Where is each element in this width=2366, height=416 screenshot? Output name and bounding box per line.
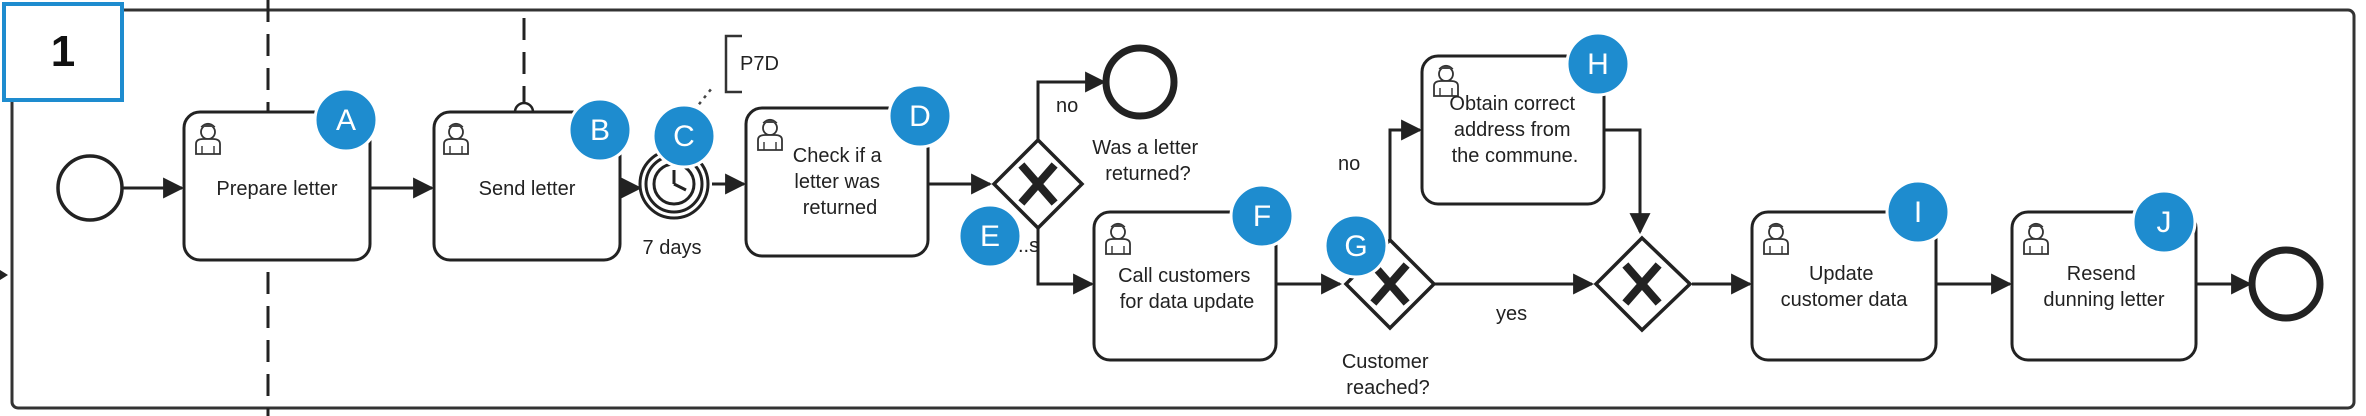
badge-e: E [957,203,1023,269]
badge-b: B [567,97,633,163]
badge-letter: E [980,220,1000,253]
flow-label-no-obtain: no [1338,153,1360,175]
badge-letter: J [2157,206,2172,239]
badge-circle [1565,31,1631,97]
timer-annotation-text: P7D [740,53,779,75]
badge-circle [1885,179,1951,245]
task-check-returned[interactable]: Check if a letter was returned [744,106,930,258]
badge-j: J [2131,189,2197,255]
badge-circle [313,87,379,153]
flow-label-no-top: no [1056,95,1078,117]
badge-circle [957,203,1023,269]
flow-obtain-join [1604,128,1651,235]
flow-gateway-end-no [1036,71,1107,140]
end-event-no-return[interactable] [1102,44,1178,120]
badge-circle [651,103,717,169]
flow-label-yes-partial: ..s [1018,235,1039,257]
flow-label-yes-update: yes [1496,303,1527,325]
annotation-association [663,87,713,149]
timer-annotation-bracket [724,34,742,94]
badge-g: G [1323,213,1389,279]
exclusive-x-icon [1622,262,1662,306]
end-event[interactable] [2248,246,2324,322]
task-label: Send letter [479,178,576,200]
badge-circle [2131,189,2197,255]
task-label: Prepare letter [216,178,338,200]
badge-letter: I [1914,196,1922,229]
badge-letter: D [909,100,931,133]
question-letter-returned: Was a letter returned? [1092,137,1204,185]
question-customer-reached: Customer reached? [1342,351,1434,399]
badge-i: I [1885,179,1951,245]
badge-letter: B [590,114,610,147]
badges: A B C D E F G H I J [313,31,2197,279]
gateway-join[interactable] [1593,235,1693,333]
badge-d: D [887,83,953,149]
badge-circle [567,97,633,163]
pool-left-arrow [0,270,8,280]
badge-circle [1229,183,1295,249]
page-number: 1 [2,2,124,102]
task-send-letter[interactable]: Send letter [432,110,622,262]
badge-f: F [1229,183,1295,249]
task-call-customers[interactable]: Call customers for data update [1092,210,1278,362]
badge-c: C [651,103,717,169]
exclusive-x-icon [1370,262,1410,306]
task-label: Update customer data [1781,263,1909,311]
task-label: Check if a letter was returned [793,145,888,219]
exclusive-x-icon [1018,162,1058,206]
badge-circle [1323,213,1389,279]
task-update-customer-data[interactable]: Update customer data [1750,210,1938,362]
task-obtain-address[interactable]: Obtain correct address from the commune. [1420,54,1606,206]
flow-gateway-call [1036,228,1095,295]
badge-a: A [313,87,379,153]
badge-h: H [1565,31,1631,97]
badge-letter: G [1344,230,1367,263]
badge-letter: C [673,120,695,153]
task-label: Resend dunning letter [2043,263,2165,311]
badge-letter: H [1587,48,1609,81]
gateway-letter-returned[interactable] [991,137,1085,231]
badge-letter: A [336,104,356,137]
task-prepare-letter[interactable]: Prepare letter [182,110,372,262]
badge-circle [887,83,953,149]
task-label: Call customers for data update [1118,265,1256,313]
start-event[interactable] [56,154,124,222]
flow-gateway-obtain [1388,119,1423,240]
pool-frame [10,8,2356,410]
sequence-flows [122,71,2253,295]
task-label: Obtain correct address from the commune. [1449,93,1580,167]
timer-label: 7 days [643,237,702,259]
badge-letter: F [1253,200,1271,233]
